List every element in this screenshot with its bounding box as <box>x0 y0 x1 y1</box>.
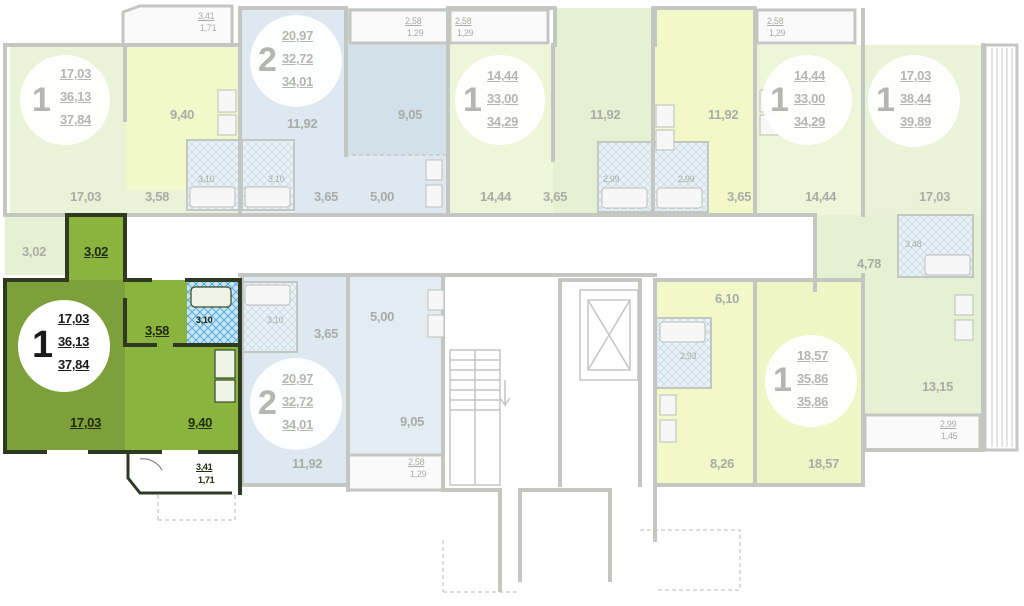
room-label: 17,03 <box>919 189 951 204</box>
apartment-badge: 2 20,97 32,72 34,01 <box>250 15 342 107</box>
badge-v1: 17,03 <box>60 66 92 81</box>
badge-rooms: 1 <box>770 81 789 119</box>
room-label: 3,58 <box>145 189 170 204</box>
bath-label: 2,93 <box>680 351 697 361</box>
room-label: 11,92 <box>708 107 739 122</box>
badge-v3: 34,29 <box>794 114 826 129</box>
elevator <box>579 289 639 381</box>
bath-label: 2,99 <box>603 174 620 184</box>
room-label: 3,65 <box>314 326 339 341</box>
selected-hall-area: 3,58 <box>145 323 170 338</box>
room-label: 14,44 <box>480 189 512 204</box>
staircase <box>449 349 511 486</box>
bath-label: 3,10 <box>267 315 284 325</box>
badge-v1: 14,44 <box>487 68 519 83</box>
badge-rooms: 1 <box>876 81 895 119</box>
room-label: 18,57 <box>808 456 840 471</box>
room-label: 17,03 <box>70 189 102 204</box>
selected-apartment[interactable] <box>3 213 242 495</box>
balcony-label: 2,99 <box>940 419 957 429</box>
badge-v2: 35,86 <box>797 371 829 386</box>
room-label: 9,05 <box>398 107 423 122</box>
badge-v3: 34,01 <box>282 74 314 89</box>
badge-v2: 33,00 <box>487 91 519 106</box>
badge-v3: 34,29 <box>487 114 519 129</box>
bath-label: 3,10 <box>198 174 215 184</box>
selected-kitchen-area: 9,40 <box>188 415 213 430</box>
room-label: 13,15 <box>922 379 954 394</box>
badge-v1: 18,57 <box>797 348 829 363</box>
room-label: 3,02 <box>22 244 47 259</box>
room-label: 9,05 <box>400 414 425 429</box>
bath-label: 2,99 <box>678 174 695 184</box>
room-label: 6,10 <box>715 291 740 306</box>
room-label: 11,92 <box>292 456 323 471</box>
badge-v2: 32,72 <box>282 51 314 66</box>
room-label: 11,92 <box>590 107 621 122</box>
apartment-badge: 1 14,44 33,00 34,29 <box>762 55 852 145</box>
room-label: 3,65 <box>727 189 752 204</box>
selected-balcony-full: 3,41 <box>196 462 213 472</box>
apartment-badge: 1 18,57 35,86 35,86 <box>765 335 857 427</box>
badge-rooms: 2 <box>258 41 277 79</box>
badge-v3: 35,86 <box>797 394 829 409</box>
selected-apartment-badge[interactable]: 1 17,03 36,13 37,84 <box>18 300 110 392</box>
balcony-label: 1,71 <box>200 23 217 33</box>
badge-rooms: 1 <box>773 361 792 399</box>
selected-room-area: 17,03 <box>70 415 102 430</box>
apartment-badge: 1 17,03 38,44 39,89 <box>868 55 960 147</box>
badge-v1: 14,44 <box>794 68 826 83</box>
selected-corridor-area: 3,02 <box>84 244 109 259</box>
facade-hatching <box>983 43 1019 452</box>
badge-v2: 33,00 <box>794 91 826 106</box>
badge-rooms: 1 <box>463 81 482 119</box>
selected-bath-area: 3,10 <box>196 315 213 325</box>
room-label: 5,00 <box>370 309 395 324</box>
badge-rooms: 2 <box>258 384 277 422</box>
balcony-label: 3,41 <box>198 11 215 21</box>
badge-v1: 20,97 <box>282 371 314 386</box>
badge-total-with-balcony: 37,84 <box>58 357 90 372</box>
room-label: 9,40 <box>170 107 195 122</box>
balcony-label: 1,29 <box>457 28 474 38</box>
bath-label: 3,48 <box>905 239 922 249</box>
room-label: 4,78 <box>857 256 882 271</box>
balcony-label: 2,58 <box>767 16 784 26</box>
badge-v2: 32,72 <box>282 394 314 409</box>
badge-total-area: 36,13 <box>58 334 90 349</box>
badge-v2: 36,13 <box>60 89 92 104</box>
room-label: 5,00 <box>370 189 395 204</box>
balcony-label: 2,58 <box>405 16 422 26</box>
bath-label: 3,10 <box>268 174 285 184</box>
room-label: 3,65 <box>314 189 339 204</box>
balcony-label: 1,29 <box>410 469 427 479</box>
badge-v1: 20,97 <box>282 28 314 43</box>
room-label: 3,65 <box>543 189 568 204</box>
room-label: 11,92 <box>287 116 318 131</box>
balcony-label: 2,58 <box>408 457 425 467</box>
room-label: 14,44 <box>805 189 837 204</box>
selected-balcony-reduced: 1,71 <box>198 475 215 485</box>
badge-v2: 38,44 <box>900 91 932 106</box>
badge-v1: 17,03 <box>900 68 932 83</box>
badge-living-area: 17,03 <box>58 311 90 326</box>
badge-rooms: 1 <box>32 81 51 119</box>
apartment-badge: 1 17,03 36,13 37,84 <box>20 55 110 145</box>
badge-v3: 34,01 <box>282 417 314 432</box>
apartment-badge: 2 20,97 32,72 34,01 <box>250 358 342 450</box>
balcony-label: 1,29 <box>407 28 424 38</box>
apartment-badge: 1 14,44 33,00 34,29 <box>455 55 545 145</box>
badge-v3: 39,89 <box>900 114 932 129</box>
badge-v3: 37,84 <box>60 112 92 127</box>
badge-rooms: 1 <box>32 324 54 366</box>
balcony-label: 1,45 <box>941 431 958 441</box>
balcony-label: 1,29 <box>769 28 786 38</box>
room-label: 8,26 <box>710 456 735 471</box>
balcony-label: 2,58 <box>455 16 472 26</box>
